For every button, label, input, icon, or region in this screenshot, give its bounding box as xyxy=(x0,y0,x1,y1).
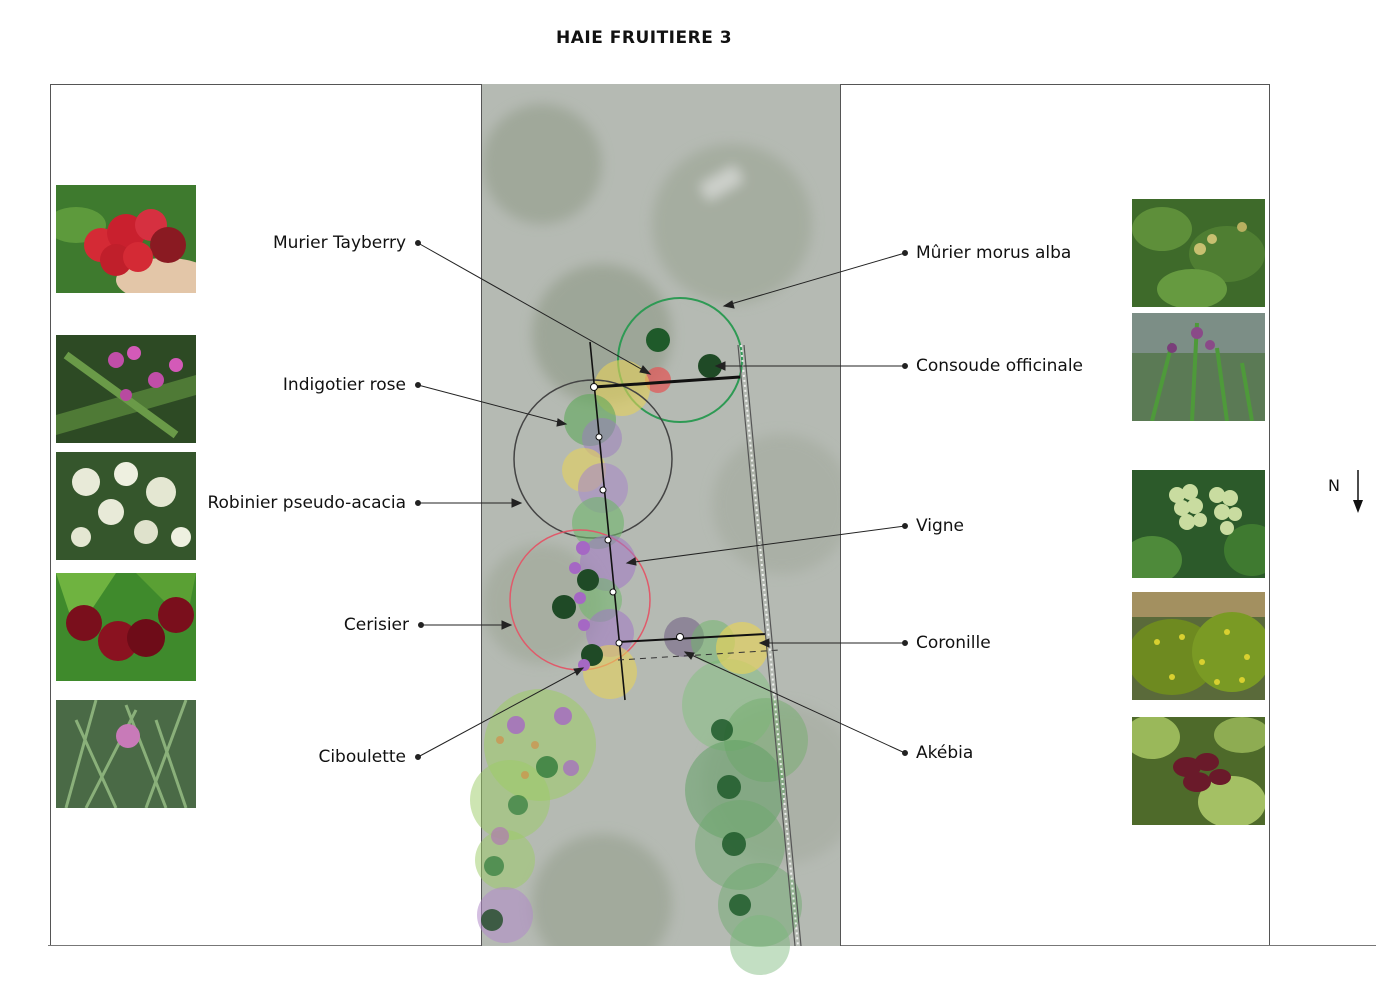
lower-right-cluster xyxy=(682,659,808,975)
morus-alba-trunk xyxy=(646,328,670,352)
photo-akebia xyxy=(1132,717,1265,825)
trellis-left xyxy=(589,341,781,701)
label-akebia: Akébia xyxy=(916,743,974,763)
photo-tayberry xyxy=(56,185,196,293)
label-cerisier: Cerisier xyxy=(343,615,409,635)
photo-morus-alba xyxy=(1132,199,1265,307)
photo-indigotier xyxy=(56,335,196,443)
consoude-plant xyxy=(698,354,722,378)
label-consoude-officinale: Consoude officinale xyxy=(916,356,1084,376)
page-title: HAIE FRUITIERE 3 xyxy=(556,28,733,48)
north-label: N xyxy=(1328,476,1340,495)
photo-ciboulette xyxy=(56,700,196,808)
photo-vigne xyxy=(1132,470,1265,578)
aerial-plan xyxy=(481,84,841,946)
label-coronille: Coronille xyxy=(916,633,991,653)
photo-coronille xyxy=(1132,592,1265,700)
photo-cerisier xyxy=(56,573,196,681)
photo-robinier xyxy=(56,452,196,560)
label-indigotier-rose: Indigotier rose xyxy=(282,375,406,395)
photo-consoude xyxy=(1132,313,1265,421)
coronille-plant xyxy=(716,622,768,674)
label-murier-morus-alba: Mûrier morus alba xyxy=(916,243,1072,263)
label-robinier-pseudo-acacia: Robinier pseudo-acacia xyxy=(207,493,406,513)
lower-left-cluster xyxy=(470,689,596,943)
leader-lines xyxy=(415,240,908,760)
tayberry-plant xyxy=(645,367,671,393)
label-murier-tayberry: Murier Tayberry xyxy=(272,233,406,253)
label-vigne: Vigne xyxy=(916,516,965,536)
label-ciboulette: Ciboulette xyxy=(318,747,406,767)
plan-background xyxy=(482,84,840,946)
north-arrow-icon xyxy=(1353,470,1363,513)
